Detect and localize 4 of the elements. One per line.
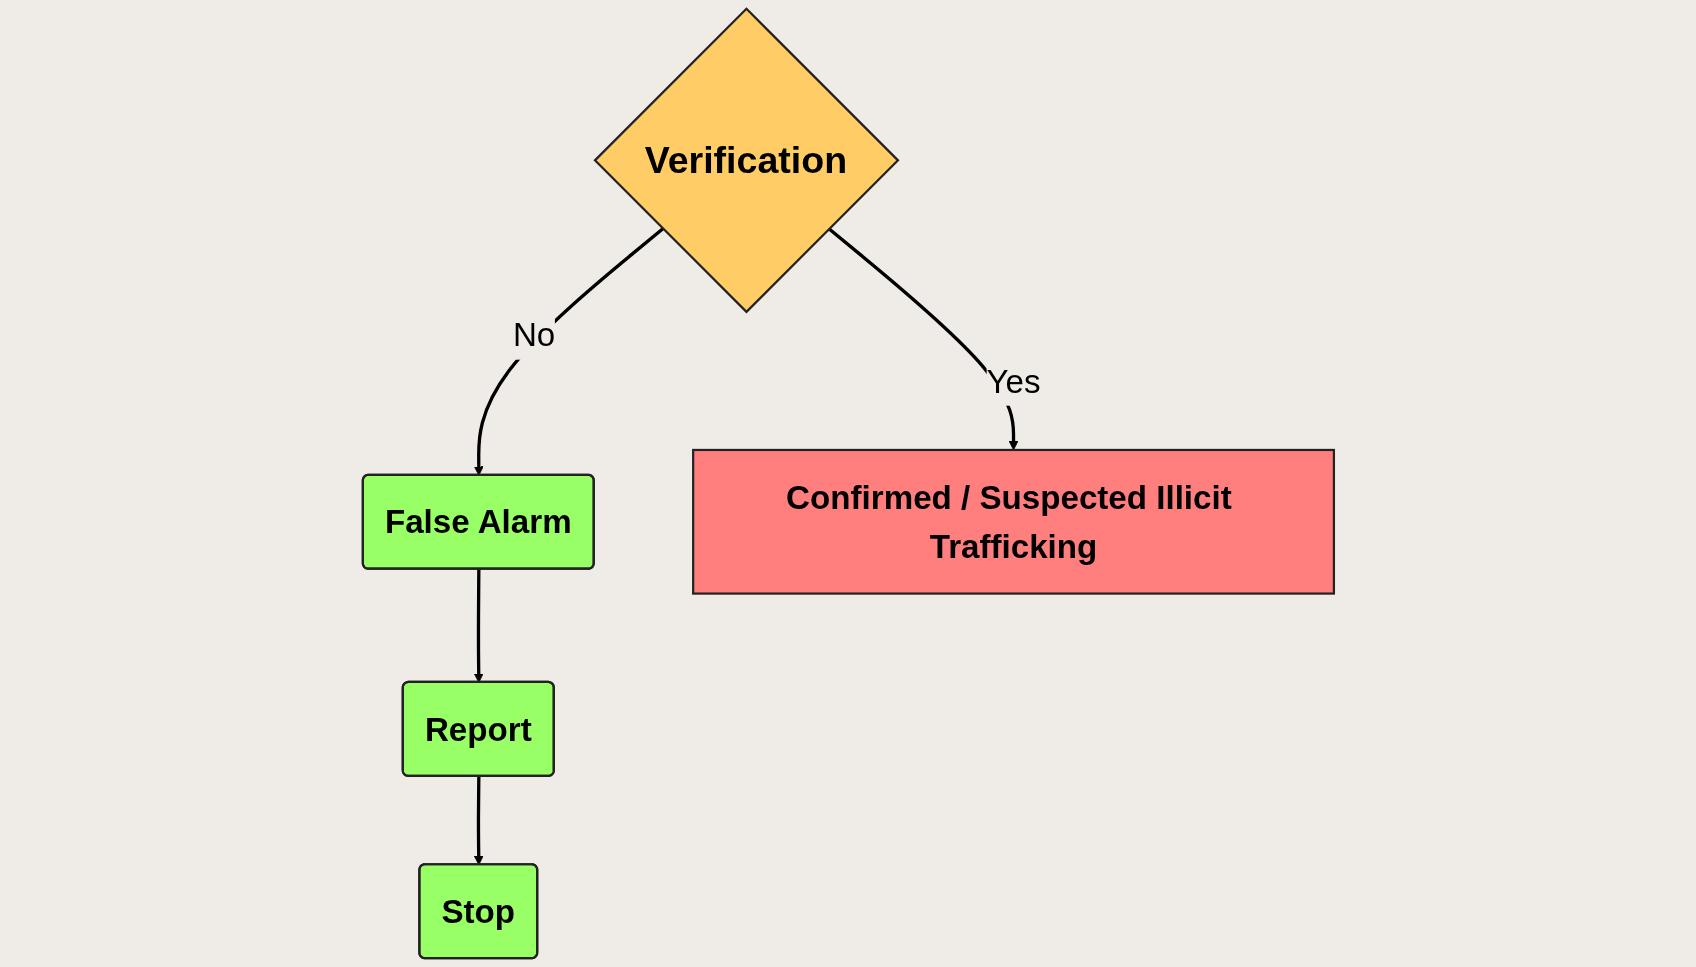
- node-diamond: Verification: [593, 7, 900, 314]
- node-box: Confirmed / Suspected Illicit Trafficking: [691, 448, 1335, 595]
- edge-label: Yes: [986, 362, 1041, 400]
- edge-label: No: [512, 316, 555, 354]
